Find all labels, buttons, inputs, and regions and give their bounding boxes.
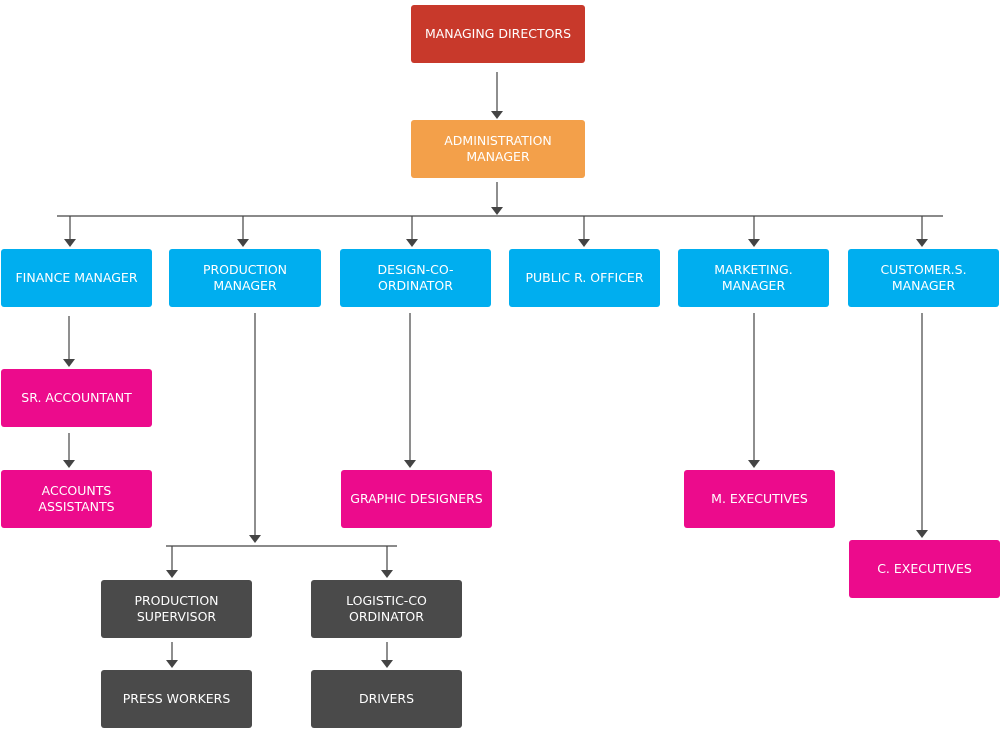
arrow-customer [916, 239, 928, 247]
arrow-production [237, 239, 249, 247]
node-customer-manager: CUSTOMER.S. MANAGER [848, 249, 999, 307]
arrow-public [578, 239, 590, 247]
arrow-logistic [381, 570, 393, 578]
node-design-coordinator: DESIGN-CO-ORDINATOR [340, 249, 491, 307]
arrow-drivers [381, 660, 393, 668]
node-accounts-assistants: ACCOUNTS ASSISTANTS [1, 470, 152, 528]
arrow-finance [64, 239, 76, 247]
arrow-supervisor [166, 570, 178, 578]
arrow-press-workers [166, 660, 178, 668]
arrow-accounts-assistants [63, 460, 75, 468]
arrow-sr-accountant [63, 359, 75, 367]
node-production-manager: PRODUCTION MANAGER [169, 249, 321, 307]
node-finance-manager: FINANCE MANAGER [1, 249, 152, 307]
node-c-executives: C. EXECUTIVES [849, 540, 1000, 598]
node-graphic-designers: GRAPHIC DESIGNERS [341, 470, 492, 528]
node-press-workers: PRESS WORKERS [101, 670, 252, 728]
node-managing-directors: MANAGING DIRECTORS [411, 5, 585, 63]
node-drivers: DRIVERS [311, 670, 462, 728]
arrow-admin [491, 111, 503, 119]
node-production-supervisor: PRODUCTION SUPERVISOR [101, 580, 252, 638]
node-marketing-manager: MARKETING. MANAGER [678, 249, 829, 307]
arrow-admin-bus [491, 207, 503, 215]
node-public-officer: PUBLIC R. OFFICER [509, 249, 660, 307]
node-sr-accountant: SR. ACCOUNTANT [1, 369, 152, 427]
arrow-c-executives [916, 530, 928, 538]
arrow-m-executives [748, 460, 760, 468]
node-logistic-coordinator: LOGISTIC-CO ORDINATOR [311, 580, 462, 638]
arrow-marketing [748, 239, 760, 247]
node-m-executives: M. EXECUTIVES [684, 470, 835, 528]
node-administration-manager: ADMINISTRATION MANAGER [411, 120, 585, 178]
arrow-design [406, 239, 418, 247]
arrow-graphic-designers [404, 460, 416, 468]
arrow-production-sub [249, 535, 261, 543]
